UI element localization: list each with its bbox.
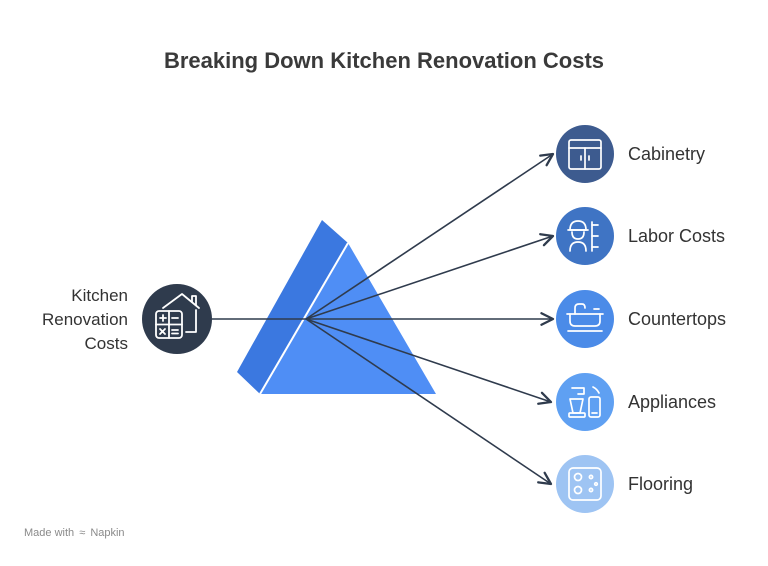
prism — [237, 220, 436, 395]
arrow-to-flooring — [305, 318, 553, 486]
item-label-countertops: Countertops — [628, 309, 727, 329]
house-calculator-icon — [155, 293, 200, 339]
arrow-to-appliances — [305, 318, 553, 405]
source-circle — [142, 284, 212, 354]
source-label: Kitchen Renovation Costs — [18, 284, 128, 356]
prism-side-face — [237, 220, 348, 394]
item-label-cabinetry: Cabinetry — [628, 144, 706, 164]
item-node-flooring — [556, 455, 614, 513]
item-circle-flooring — [556, 455, 614, 513]
source-label-line: Renovation — [41, 310, 128, 329]
item-circle-countertops — [556, 290, 614, 348]
item-circle-appliances — [556, 373, 614, 431]
item-node-countertops — [556, 290, 614, 348]
item-label-appliances: Appliances — [628, 392, 717, 412]
item-label-labor-costs: Labor Costs — [628, 226, 726, 246]
item-node-appliances — [556, 373, 614, 431]
footer-prefix: Made with — [24, 527, 75, 539]
item-nodes — [556, 125, 614, 513]
source-label-line: Kitchen — [71, 286, 128, 305]
footer-credit[interactable]: Made with ≈ Napkin — [24, 527, 125, 539]
output-arrows — [305, 152, 555, 486]
arrow-to-labor-costs — [305, 233, 555, 320]
item-label-flooring: Flooring — [628, 474, 694, 494]
item-circle-labor-costs — [556, 207, 614, 265]
mixer-appliance-icon — [568, 386, 601, 418]
source-node — [142, 284, 212, 354]
item-node-cabinetry — [556, 125, 614, 183]
cabinet-icon — [568, 139, 602, 170]
napkin-logo-icon: ≈ — [79, 527, 86, 539]
arrow-to-cabinetry — [305, 152, 555, 320]
worker-icon — [567, 220, 599, 252]
item-node-labor-costs — [556, 207, 614, 265]
footer-brand: Napkin — [90, 527, 125, 539]
diagram-title: Breaking Down Kitchen Renovation Costs — [163, 48, 605, 73]
source-label-line: Costs — [84, 334, 128, 353]
sink-counter-icon — [566, 303, 604, 332]
stovetop-tiles-icon — [568, 467, 602, 501]
